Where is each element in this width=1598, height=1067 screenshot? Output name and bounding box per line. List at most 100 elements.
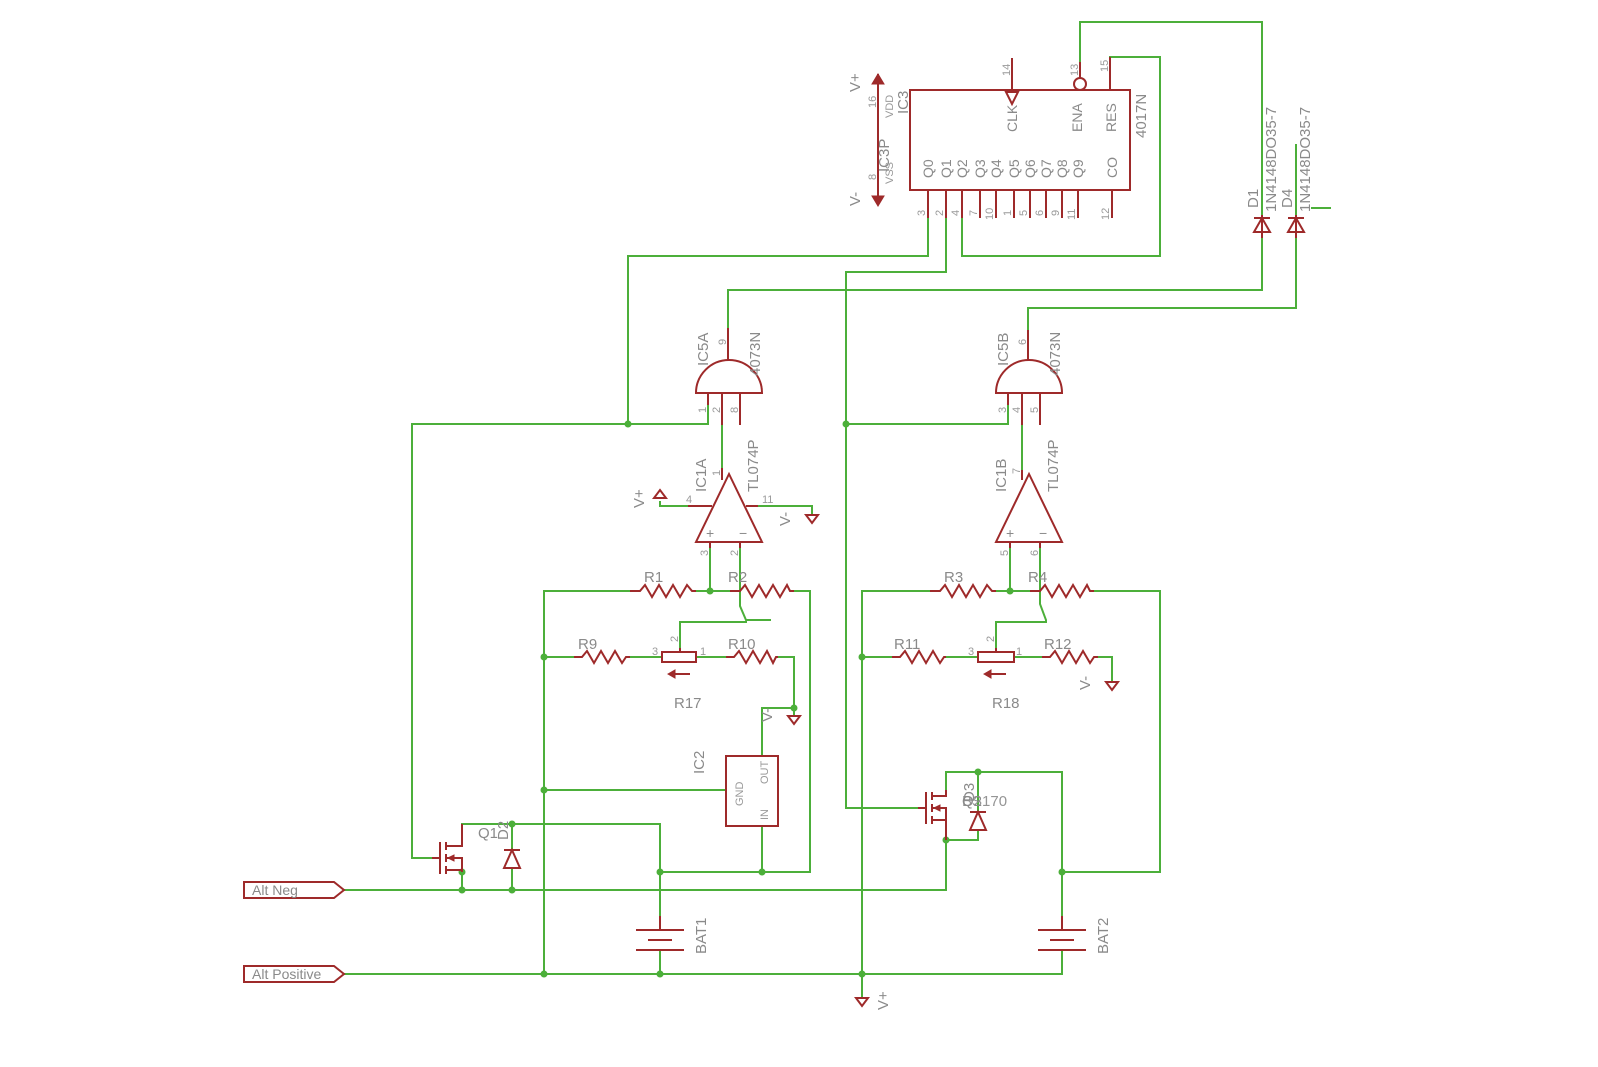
bat1-ref: BAT1 [693, 918, 710, 954]
ic1b-pin-7: 7 [1011, 468, 1023, 474]
r18-pin-2: 2 [985, 636, 997, 642]
junctions [458, 420, 1066, 978]
d4-value: 1N4148DO35-7 [1297, 107, 1314, 212]
ic1a-minus: − [739, 525, 747, 541]
vplus-label: V+ [631, 489, 648, 508]
junction [842, 420, 850, 428]
junction [624, 420, 632, 428]
alt-neg-label: Alt Neg [252, 882, 298, 898]
ic1b-value: TL074P [1045, 439, 1062, 492]
junction [508, 886, 516, 894]
d4-body [1286, 215, 1306, 233]
ic1b-ref: IC1B [993, 459, 1010, 492]
alt-positive-flag [243, 965, 346, 983]
resistor-r9: R9 [574, 636, 630, 665]
wiper-arrow [982, 669, 992, 679]
ic3-value: 4017N [1133, 94, 1150, 138]
vminus-label: V- [777, 512, 794, 526]
ic1a-ref: IC1A [693, 459, 710, 492]
r18-pin-3: 3 [968, 646, 974, 658]
vplus-arrow [871, 73, 885, 85]
ic2-gnd-label: GND [734, 782, 746, 807]
ic5b-and-gate: 6 3 4 5 IC5B 4073N [994, 330, 1064, 425]
junction [1058, 868, 1066, 876]
ic3-ena-label: ENA [1069, 103, 1085, 132]
ic3-q4-label: Q4 [988, 159, 1004, 178]
ic1a-value: TL074P [745, 439, 762, 492]
potentiometer-r17: 2 3 1 R17 [652, 636, 706, 712]
ic3-co-label: CO [1104, 157, 1120, 178]
ic3-pin-9: 9 [1050, 210, 1062, 216]
ic5b-pin-6: 6 [1017, 339, 1029, 345]
ic2-in-label: IN [759, 809, 771, 820]
ic5b-value: 4073N [1047, 332, 1064, 376]
ic1a-pin-3: 3 [699, 550, 711, 556]
d1-ref: D1 [1245, 189, 1262, 208]
junction [858, 653, 866, 661]
q1-arrow [446, 854, 455, 862]
junction [656, 970, 664, 978]
ic5a-body [694, 359, 764, 394]
vminus-arrow [871, 195, 885, 207]
vplus-symbol: V+ [631, 488, 668, 508]
ic1a-pin-2: 2 [729, 550, 741, 556]
d3-body [968, 809, 988, 831]
inverting-bubble [1073, 77, 1087, 91]
ic3-q7-label: Q7 [1038, 159, 1054, 178]
ic5b-pin-3: 3 [997, 407, 1009, 413]
ic3-q8-label: Q8 [1054, 159, 1070, 178]
resistor-r3: R3 [930, 569, 996, 599]
junction [540, 970, 548, 978]
ic3p-vss-label: VSS [884, 162, 896, 184]
ic3-q2-label: Q2 [954, 159, 970, 178]
ic5a-ref: IC5A [695, 333, 712, 366]
ic5a-pin-8: 8 [729, 407, 741, 413]
vplus-label: V+ [875, 991, 892, 1010]
ic3-pin-14: 14 [1001, 64, 1013, 76]
mosfet-q2: Q2 BS170 [918, 790, 1007, 840]
r17-ref: R17 [674, 695, 702, 712]
vminus-r10: V- [759, 708, 802, 726]
power-arrow-down [804, 514, 820, 525]
ic3-pin-15: 15 [1099, 60, 1111, 72]
alt-positive-label: Alt Positive [252, 966, 321, 982]
ic3-pin-13: 13 [1069, 64, 1081, 76]
d3-ref: D3 [961, 783, 978, 802]
ic3p-vplus-label: V+ [847, 73, 864, 92]
ic1b-opamp: + − 7 5 6 IC1B TL074P [993, 439, 1064, 556]
ic3-q6-label: Q6 [1022, 159, 1038, 178]
d2-ref: D2 [495, 821, 512, 840]
ic3-pin-6: 6 [1034, 210, 1046, 216]
battery-bat1: BAT1 [636, 916, 710, 954]
q2-ref: Q2 [962, 793, 982, 810]
r18-pin-1: 1 [1016, 646, 1022, 658]
ic3p-pin-16: 16 [867, 96, 879, 108]
r10-ref: R10 [728, 636, 756, 653]
vplus-bottom: V+ [854, 991, 892, 1010]
ic1b-pin-5: 5 [999, 550, 1011, 556]
ic3-pin-1: 1 [1002, 210, 1014, 216]
ic5b-pin-4: 4 [1011, 407, 1023, 413]
ic3p-ref: IC3P [876, 139, 893, 172]
ic3-pin-11: 11 [1066, 209, 1078, 220]
vminus-r12: V- [1077, 676, 1120, 692]
r18-ref: R18 [992, 695, 1020, 712]
junction [758, 868, 766, 876]
ic3-q3-label: Q3 [972, 159, 988, 178]
r17-pin-2: 2 [669, 636, 681, 642]
junction [656, 868, 664, 876]
ic2-regulator: GND OUT IN IC2 [691, 751, 779, 827]
junction [974, 768, 982, 776]
ic3p-vdd-label: VDD [884, 95, 896, 118]
diode-d2: D2 [495, 821, 522, 869]
potentiometer-r18: 2 3 1 R18 [968, 636, 1022, 712]
power-arrow-down [854, 997, 870, 1008]
ic5a-pin-1: 1 [697, 407, 709, 413]
d4-ref: D4 [1279, 189, 1296, 208]
power-arrow-down [1104, 681, 1120, 692]
ic5b-ref: IC5B [995, 333, 1012, 366]
d1-body [1252, 215, 1272, 233]
clock-triangle [1004, 91, 1020, 107]
r3-ref: R3 [944, 569, 963, 586]
